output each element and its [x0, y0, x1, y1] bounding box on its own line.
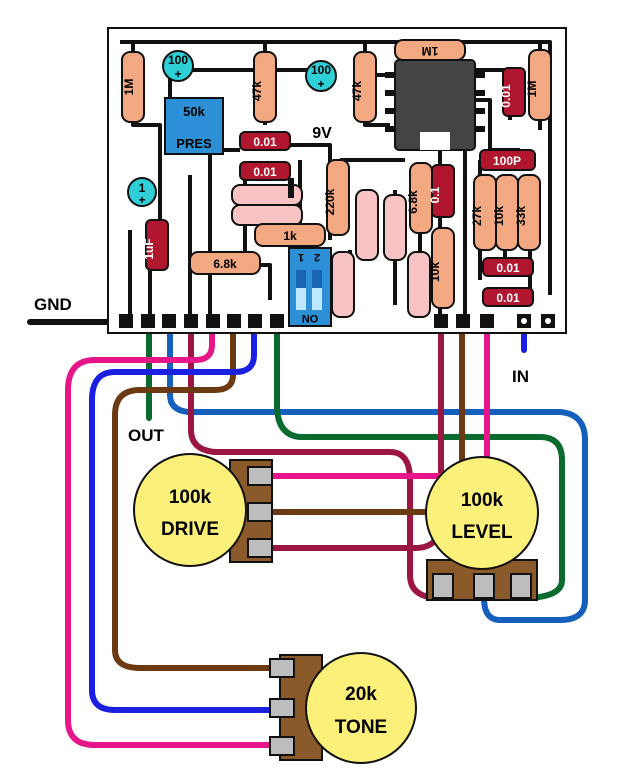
- cap-100p: 100P: [479, 149, 536, 171]
- pot-drive-value: 100k: [169, 487, 212, 508]
- blue-wire-tone: [89, 319, 283, 713]
- svg-text:100: 100: [311, 63, 331, 77]
- svg-text:0.01: 0.01: [499, 84, 513, 108]
- svg-text:0.1: 0.1: [428, 186, 442, 203]
- resistor-1k: 1k: [254, 223, 326, 247]
- brown-wire-tone: [112, 319, 283, 671]
- green-wire-level: [274, 319, 565, 601]
- resistor-27k: 27k: [470, 174, 497, 251]
- svg-text:33k: 33k: [514, 206, 528, 226]
- ic-chip: [385, 59, 485, 151]
- svg-text:220k: 220k: [323, 188, 337, 215]
- svg-text:+: +: [138, 193, 145, 207]
- in-label: IN: [512, 367, 529, 386]
- svg-text:1M: 1M: [422, 44, 439, 58]
- resistor-1m-right: 1M: [525, 49, 552, 121]
- dip-switch[interactable]: 1 2 ON: [288, 247, 332, 327]
- svg-text:47k: 47k: [350, 81, 364, 101]
- svg-text:1: 1: [298, 251, 304, 263]
- svg-text:0.01: 0.01: [496, 261, 520, 275]
- svg-text:0.01: 0.01: [253, 165, 277, 179]
- pot-drive-name: DRIVE: [161, 519, 219, 540]
- cap-1uf: 1uF: [142, 219, 169, 271]
- maroon-wire-a: [188, 319, 443, 601]
- svg-text:100P: 100P: [493, 154, 521, 168]
- resistor-6k8-b: 6.8k: [189, 251, 261, 275]
- resistor-47k-b: 47k: [350, 51, 377, 123]
- svg-text:1: 1: [139, 181, 146, 195]
- svg-text:27k: 27k: [470, 206, 484, 226]
- resistor-220k: 220k: [323, 159, 350, 236]
- resistor-6k8-a: 6.8k: [406, 162, 433, 234]
- cap-001-b: 0.01: [239, 161, 291, 181]
- cap-001-a: 0.01: [239, 131, 291, 151]
- pot-level-value: 100k: [461, 490, 504, 511]
- pot-drive[interactable]: 100k DRIVE: [133, 453, 273, 567]
- svg-text:0.01: 0.01: [253, 135, 277, 149]
- cap-electrolytic-100-b: 100 +: [305, 60, 337, 92]
- pot-tone[interactable]: 20k TONE: [269, 652, 417, 764]
- resistor-33k: 33k: [514, 174, 541, 251]
- svg-text:100: 100: [168, 53, 188, 67]
- pot-level-name: LEVEL: [451, 522, 513, 543]
- svg-text:0.01: 0.01: [496, 291, 520, 305]
- pot-tone-value: 20k: [345, 684, 377, 705]
- cap-001-c: 0.01: [499, 67, 526, 117]
- lightblue-wire: [167, 319, 588, 623]
- pot-tone-name: TONE: [335, 717, 387, 738]
- circuit-board: 1M 47k 47k 1M 1M 220k 6.8k 10k: [107, 27, 567, 334]
- cap-electrolytic-100-a: 100 +: [162, 50, 194, 82]
- svg-text:10k: 10k: [492, 206, 506, 226]
- svg-text:1uF: 1uF: [142, 238, 156, 259]
- svg-text:6.8k: 6.8k: [213, 257, 237, 271]
- pad-row: [119, 314, 555, 328]
- resistor-47k-a: 47k: [250, 51, 277, 123]
- svg-text:47k: 47k: [250, 81, 264, 101]
- out-label: OUT: [128, 426, 165, 445]
- svg-text:6.8k: 6.8k: [406, 190, 420, 214]
- svg-text:2: 2: [314, 251, 320, 263]
- voltage-label: 9V: [312, 125, 332, 142]
- cap-01: 0.1: [428, 164, 455, 218]
- trimmer-pres: 50k PRES: [164, 97, 224, 155]
- cap-001-e: 0.01: [482, 287, 534, 307]
- resistor-unlabeled-group: [231, 178, 431, 318]
- cap-electrolytic-1: 1 +: [127, 177, 157, 207]
- svg-text:1M: 1M: [525, 81, 539, 98]
- svg-text:ON: ON: [302, 312, 319, 324]
- resistor-10k-b: 10k: [492, 174, 519, 251]
- svg-text:1k: 1k: [283, 229, 297, 243]
- svg-text:+: +: [174, 67, 181, 81]
- svg-text:PRES: PRES: [176, 136, 212, 151]
- svg-text:+: +: [317, 77, 324, 91]
- svg-text:1M: 1M: [122, 79, 136, 96]
- pink-wire-tone: [65, 319, 283, 748]
- resistor-1m-left: 1M: [121, 51, 145, 123]
- resistor-1m-top: 1M: [394, 39, 466, 61]
- gnd-label: GND: [34, 295, 72, 314]
- svg-text:50k: 50k: [183, 104, 205, 119]
- resistor-10k-a: 10k: [428, 227, 455, 309]
- svg-text:10k: 10k: [428, 262, 442, 282]
- pot-level[interactable]: 100k LEVEL: [425, 456, 539, 601]
- cap-001-d: 0.01: [482, 257, 534, 277]
